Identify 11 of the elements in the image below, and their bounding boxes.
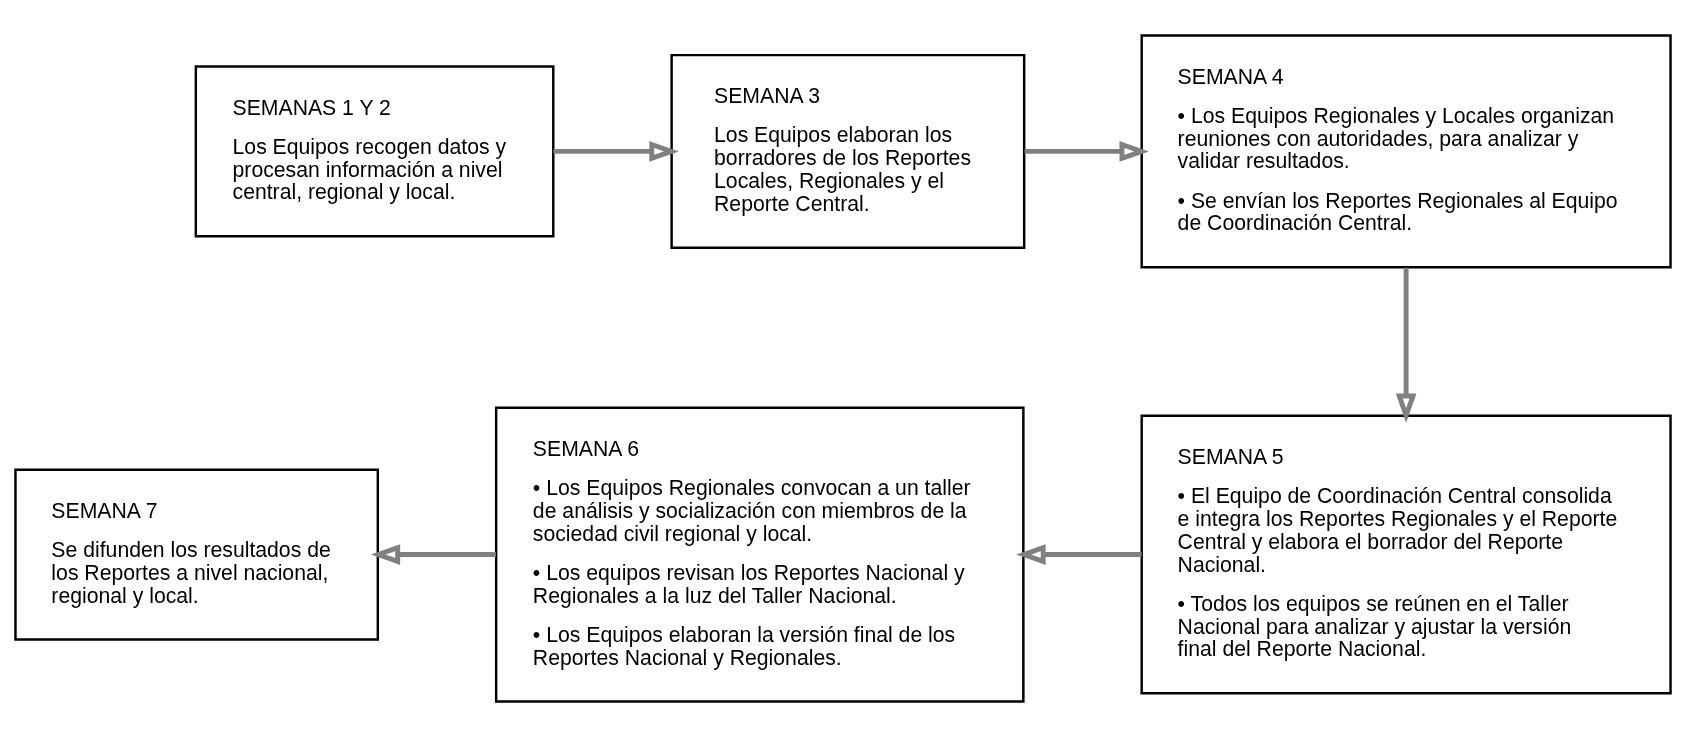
arrow bbox=[1016, 544, 1142, 565]
node-box: SEMANA 7 Se difunden los resultados de los Reportes a nivel nacional, regional y local. bbox=[14, 468, 380, 641]
arrow bbox=[553, 141, 679, 162]
arrow bbox=[1024, 141, 1149, 162]
arrow bbox=[370, 544, 496, 565]
node-box: SEMANAS 1 Y 2 Los Equipos recogen datos y procesan información a nivel central, regional y local. bbox=[194, 65, 555, 238]
node-box: SEMANA 5 • El Equipo de Coordinación Central consolida e integra los Reportes Regionales y el Reporte Central y elabora el borrador del Reporte Nacional. • Todos los equipos se reúnen en el Taller Nacional para analizar y ajustar la versión final del Reporte Nacional. bbox=[1140, 414, 1672, 695]
node-box: SEMANA 6 • Los Equipos Regionales convocan a un taller de análisis y socialización con miembros de la sociedad civil regional y local. • Los equipos revisan los Reportes Nacional y Regionales a la luz del Taller Nacional. • Los Equipos elaboran la versión final de los Reportes Nacional y Regionales. bbox=[494, 406, 1025, 703]
arrow bbox=[1395, 267, 1417, 424]
node-box: SEMANA 4 • Los Equipos Regionales y Locales organizan reuniones con autoridades, para analizar y validar resultados. • Se envían los Reportes Regionales al Equipo de Coordinación Central. bbox=[1140, 34, 1672, 269]
node-box: SEMANA 3 Los Equipos elaboran los borradores de los Reportes Locales, Regionales y el Reporte Central. bbox=[670, 53, 1026, 249]
